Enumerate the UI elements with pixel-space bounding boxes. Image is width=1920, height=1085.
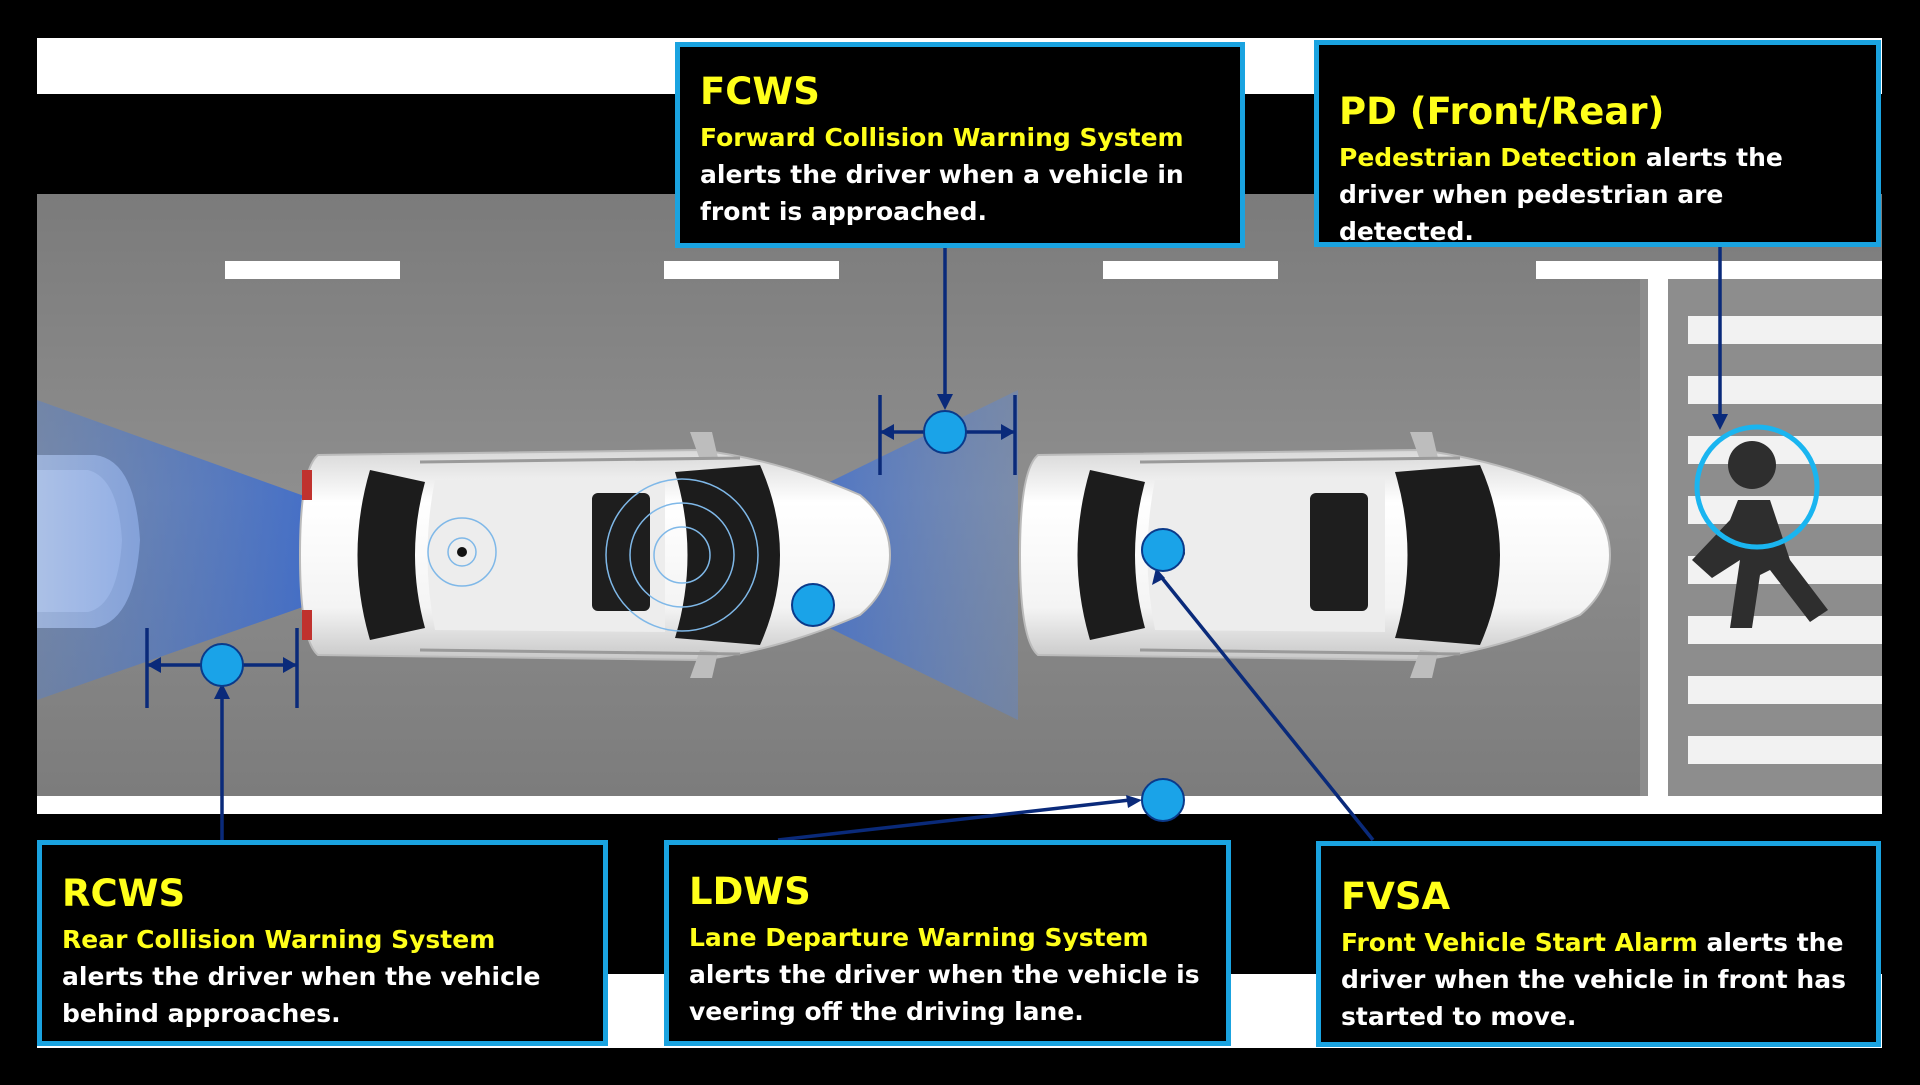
ldws-term: Lane Departure Warning System [689,923,1149,952]
pedestrian-detection-ring [1694,424,1820,550]
ldws-description: Lane Departure Warning System alerts the… [689,919,1206,1030]
pd-text: alerts the driver when pedestrian are de… [1339,143,1783,246]
pd-callout: PD (Front/Rear) Pedestrian Detection ale… [1314,40,1881,247]
ldws-callout: LDWS Lane Departure Warning System alert… [664,840,1231,1046]
lane-marking [1536,261,1882,279]
pedestrian-icon [1692,441,1828,628]
fvsa-title: FVSA [1341,875,1451,918]
pd-term: Pedestrian Detection [1339,143,1638,172]
ldws-title: LDWS [689,870,811,913]
lane-marking [225,261,400,279]
rcws-term: Rear Collision Warning System [62,925,496,954]
rcws-description: Rear Collision Warning System alerts the… [62,921,583,1032]
rcws-text: alerts the driver when the vehicle behin… [62,962,541,1028]
arrowheads [147,394,1728,808]
ego-vehicle [298,432,892,678]
fcws-text: alerts the driver when a vehicle in fron… [700,160,1184,226]
fvsa-callout: FVSA Front Vehicle Start Alarm alerts th… [1316,841,1881,1047]
fvsa-text: alerts the driver when the vehicle in fr… [1341,928,1846,1031]
fvsa-description: Front Vehicle Start Alarm alerts the dri… [1341,924,1856,1035]
pd-description: Pedestrian Detection alerts the driver w… [1339,139,1856,250]
stop-line [1648,279,1668,796]
fcws-title: FCWS [700,70,820,113]
pd-title: PD (Front/Rear) [1339,90,1665,133]
rcws-callout: RCWS Rear Collision Warning System alert… [37,840,608,1046]
front-vehicle [1018,432,1612,678]
fcws-description: Forward Collision Warning System alerts … [700,119,1220,230]
crosswalk [1688,316,1882,764]
rear-radar-beam [37,400,460,700]
sensor-dots [200,410,1185,822]
lane-marking [1103,261,1278,279]
lane-marking [664,261,839,279]
fcws-callout: FCWS Forward Collision Warning System al… [675,42,1245,248]
rcws-title: RCWS [62,872,186,915]
ldws-text: alerts the driver when the vehicle is ve… [689,960,1200,1026]
fcws-term: Forward Collision Warning System [700,123,1184,152]
fvsa-term: Front Vehicle Start Alarm [1341,928,1698,957]
curb-bottom [37,796,1882,814]
